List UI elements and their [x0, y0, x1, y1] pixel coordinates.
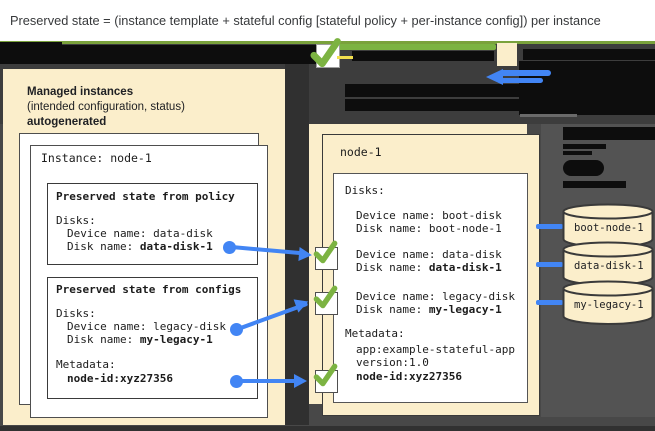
policy-device-line: Device name: data-disk — [67, 227, 213, 240]
blue-scribble-line — [499, 70, 551, 76]
header-divider-green — [0, 41, 655, 44]
configs-metadata-value: node-id:xyz27356 — [67, 372, 173, 385]
redacted-bar — [0, 42, 62, 46]
connector-boot-disk — [536, 224, 563, 229]
redacted-bar — [352, 51, 494, 61]
policy-disks-heading: Disks: — [56, 214, 96, 227]
redacted-bar — [563, 144, 606, 149]
instance-title: Instance: node-1 — [41, 151, 152, 165]
disk-cylinder-label: my-legacy-1 — [574, 299, 644, 311]
redacted-bar — [563, 151, 592, 155]
vm-card — [333, 173, 528, 403]
disk-name-label: Disk name: — [67, 240, 140, 253]
header-bar — [0, 0, 655, 41]
disk-name-value: my-legacy-1 — [428, 303, 502, 316]
thin-gray-line — [520, 114, 577, 117]
disk-cylinder-icon — [562, 203, 654, 248]
vm-metadata-version: version:1.0 — [356, 356, 429, 369]
arrow-head-data-disk — [298, 247, 313, 263]
managed-panel-note: autogenerated — [27, 116, 107, 128]
arrow-line-metadata — [238, 379, 298, 383]
panel-gap-strip — [285, 63, 309, 425]
legend-swatch — [497, 43, 517, 66]
redacted-blob — [563, 160, 604, 176]
policy-box-title: Preserved state from policy — [56, 190, 235, 203]
check-icon — [313, 240, 338, 264]
disk-name-label: Disk name: — [356, 261, 429, 274]
vm-boot-disk-line: Disk name: boot-node-1 — [356, 222, 502, 235]
configs-metadata-heading: Metadata: — [56, 358, 116, 371]
disk-name-value: data-disk-1 — [428, 261, 502, 274]
yellow-dash — [337, 56, 353, 59]
disk-cylinder-label: boot-node-1 — [574, 222, 644, 234]
check-icon — [310, 38, 341, 68]
configs-box-title: Preserved state from configs — [56, 283, 242, 296]
configs-device-line: Device name: legacy-disk — [67, 320, 226, 333]
configs-disk-line: Disk name: my-legacy-1 — [67, 333, 213, 346]
vm-data-disk-line: Disk name: data-disk-1 — [356, 261, 502, 274]
blue-scribble-line — [497, 78, 543, 83]
redacted-bar — [523, 49, 655, 60]
vm-disks-heading: Disks: — [345, 184, 385, 197]
check-icon — [313, 285, 338, 309]
vm-metadata-node-id: node-id:xyz27356 — [356, 370, 462, 383]
redacted-bar — [563, 127, 655, 140]
disk-name-value: data-disk-1 — [139, 240, 213, 253]
vm-data-device-line: Device name: data-disk — [356, 248, 502, 261]
vm-panel-title: node-1 — [340, 145, 382, 159]
vm-boot-device-line: Device name: boot-disk — [356, 209, 502, 222]
configs-disks-heading: Disks: — [56, 307, 96, 320]
disk-name-label: Disk name: — [356, 303, 429, 316]
vm-metadata-app: app:example-stateful-app — [356, 343, 515, 356]
disk-cylinder-label: data-disk-1 — [574, 260, 644, 272]
disk-cylinder-icon — [562, 280, 654, 325]
arrow-head-metadata — [294, 374, 307, 388]
redacted-bar — [0, 45, 316, 64]
managed-panel-title: Managed instances — [27, 86, 134, 98]
vm-metadata-heading: Metadata: — [345, 327, 405, 340]
arrow-dot-data-disk — [223, 241, 236, 254]
redacted-bar — [345, 84, 655, 97]
disk-cylinder-icon — [562, 241, 654, 286]
vm-legacy-device-line: Device name: legacy-disk — [356, 290, 515, 303]
connector-legacy-disk — [536, 300, 563, 305]
vm-legacy-disk-line: Disk name: my-legacy-1 — [356, 303, 502, 316]
check-icon — [313, 363, 338, 387]
policy-box — [47, 183, 258, 265]
arrow-dot-metadata — [230, 375, 243, 388]
connector-data-disk — [536, 262, 563, 267]
green-flow-bar — [331, 44, 496, 50]
policy-disk-line: Disk name: data-disk-1 — [67, 240, 213, 253]
redacted-bar — [345, 99, 557, 111]
disk-name-label: Disk name: — [67, 333, 140, 346]
bottom-strip — [0, 426, 655, 431]
disk-name-value: my-legacy-1 — [139, 333, 213, 346]
managed-panel-subtitle: (intended configuration, status) — [27, 101, 185, 113]
configs-box — [47, 277, 258, 399]
redacted-bar — [563, 181, 626, 188]
formula-text: Preserved state = (instance template + s… — [10, 13, 601, 28]
